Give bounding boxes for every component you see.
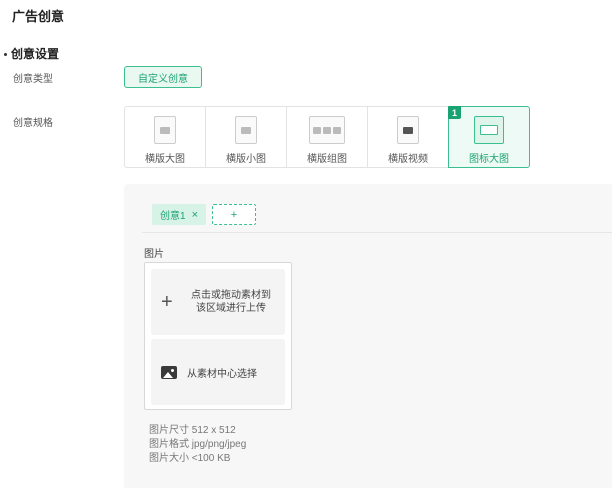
spec-option-landscape-video[interactable]: 横版视频 <box>367 106 449 168</box>
add-creative-button[interactable]: + <box>212 204 256 225</box>
spec-option-label: 横版组图 <box>307 154 347 165</box>
spec-option-label: 横版小图 <box>226 154 266 165</box>
upload-hint: 点击或拖动素材到该区域进行上传 <box>191 290 271 314</box>
icon-large-image-icon <box>474 116 504 144</box>
selected-badge: 1 <box>448 106 461 119</box>
spec-option-landscape-group[interactable]: 横版组图 <box>286 106 368 168</box>
creative-type-label: 创意类型 <box>13 74 53 85</box>
creative-tab-label: 创意1 <box>160 211 186 222</box>
landscape-video-icon <box>397 116 419 144</box>
bullet-dot <box>4 53 7 57</box>
image-requirements: 图片尺寸 512 x 512 图片格式 jpg/png/jpeg 图片大小 <1… <box>149 424 246 466</box>
landscape-group-image-icon <box>309 116 345 144</box>
creative-spec-label: 创意规格 <box>13 118 53 129</box>
creative-tabs: 创意1 × + <box>152 204 256 225</box>
image-format-note: 图片格式 jpg/png/jpeg <box>149 439 247 450</box>
custom-creative-button[interactable]: 自定义创意 <box>124 66 202 88</box>
spec-option-label: 图标大图 <box>469 154 509 165</box>
landscape-large-image-icon <box>154 116 176 144</box>
spec-option-label: 横版视频 <box>388 154 428 165</box>
image-filesize-note: 图片大小 <100 KB <box>149 453 231 464</box>
spec-option-landscape-large[interactable]: 横版大图 <box>124 106 206 168</box>
spec-option-landscape-small[interactable]: 横版小图 <box>205 106 287 168</box>
upload-dropzone[interactable]: + 点击或拖动素材到该区域进行上传 <box>151 269 285 335</box>
section-title-text: 创意设置 <box>11 47 60 61</box>
page-title: 广告创意 <box>12 9 65 24</box>
image-size-note: 图片尺寸 512 x 512 <box>149 425 236 436</box>
image-upload-box: + 点击或拖动素材到该区域进行上传 从素材中心选择 <box>144 262 292 410</box>
image-field-label: 图片 <box>144 249 164 260</box>
library-label: 从素材中心选择 <box>187 368 257 380</box>
plus-icon: + <box>161 290 173 313</box>
divider <box>142 232 612 233</box>
creative-spec-options: 横版大图 横版小图 横版组图 横版视频 1 图标大图 <box>124 106 530 168</box>
creative-panel: 创意1 × + 图片 + 点击或拖动素材到该区域进行上传 从素材中心选择 图片尺… <box>124 184 612 488</box>
close-icon[interactable]: × <box>191 208 198 221</box>
section-title: 创意设置 <box>4 45 59 62</box>
creative-tab-1[interactable]: 创意1 × <box>152 204 206 225</box>
spec-option-label: 横版大图 <box>145 154 185 165</box>
landscape-small-image-icon <box>235 116 257 144</box>
select-from-library-button[interactable]: 从素材中心选择 <box>151 339 285 405</box>
spec-option-icon-large[interactable]: 1 图标大图 <box>448 106 530 168</box>
image-icon <box>161 365 177 379</box>
